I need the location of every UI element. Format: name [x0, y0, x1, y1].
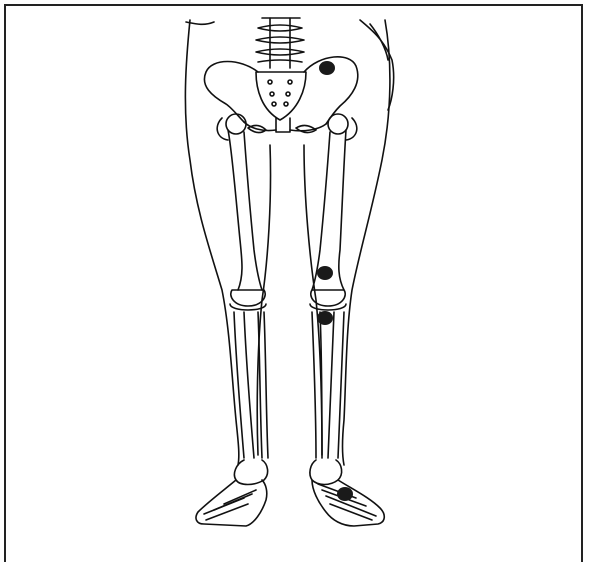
femur-right — [312, 118, 357, 290]
marker-left-distal-femur — [317, 266, 333, 280]
marker-left-iliac — [319, 61, 335, 75]
spine — [256, 18, 304, 68]
marker-left-proximal-tibia — [317, 311, 333, 325]
lower-leg-right — [312, 312, 344, 458]
marker-left-foot — [337, 487, 353, 501]
femur-left — [217, 118, 262, 290]
foot-left — [196, 460, 268, 526]
body-outline — [185, 20, 393, 465]
lower-leg-left — [234, 312, 268, 458]
